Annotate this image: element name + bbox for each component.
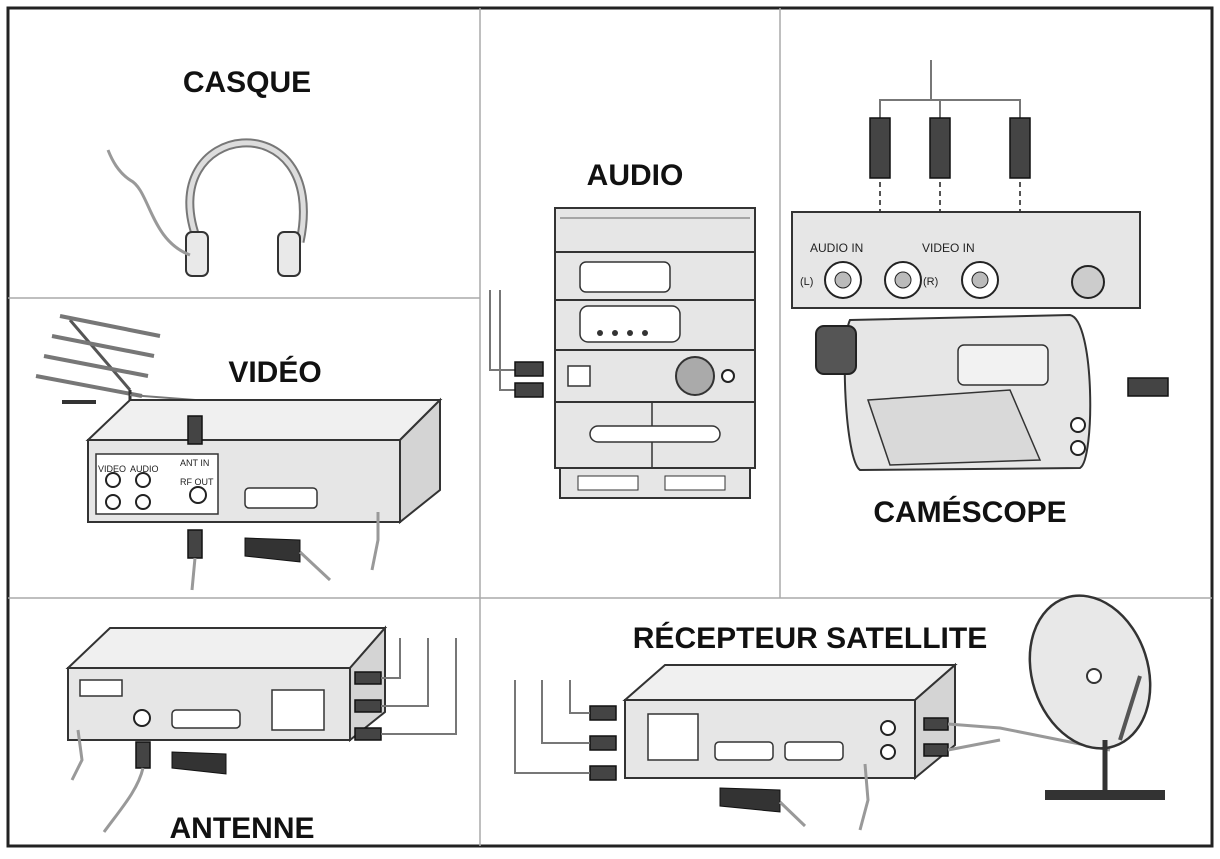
right-label: (R) (923, 276, 938, 288)
antenne-label: ANTENNE (169, 812, 314, 845)
casque-label: CASQUE (183, 66, 311, 99)
satellite-dish-icon (1028, 594, 1165, 800)
camcorder-icon (815, 313, 1169, 472)
satellite-panel: RÉCEPTEUR SATELLITE (514, 594, 1165, 831)
camescope-label: CAMÉSCOPE (873, 495, 1066, 529)
satellite-receiver-icon (514, 662, 1111, 831)
hifi-system-icon (489, 207, 756, 499)
antenna-icon (35, 314, 197, 420)
vcr-rear-icon (65, 625, 457, 833)
audio-label: AUDIO (587, 159, 684, 192)
vcr-ant-in-label: ANT IN (180, 458, 209, 468)
audio-in-label: AUDIO IN (810, 241, 863, 255)
recepteur-label: RÉCEPTEUR SATELLITE (633, 621, 987, 655)
audio-panel: AUDIO (489, 159, 756, 499)
headphones-icon (106, 138, 308, 277)
s-video-jack (1071, 265, 1105, 299)
video-label: VIDÉO (228, 355, 321, 389)
headphones-panel: CASQUE (106, 66, 311, 277)
camcorder-panel: AUDIO IN VIDEO IN (L) (R) CAMÉSCOPE (791, 60, 1169, 529)
vcr-panel: VIDÉO VIDEO AUDIO ANT IN RF OUT (35, 314, 443, 591)
vcr-icon (85, 397, 443, 591)
vcr-video-label: VIDEO (98, 464, 126, 474)
left-label: (L) (800, 276, 813, 288)
vcr-rf-out-label: RF OUT (180, 477, 214, 487)
vcr-audio-label: AUDIO (130, 464, 159, 474)
video-in-label: VIDEO IN (922, 241, 975, 255)
antenna-panel: ANTENNE (65, 625, 457, 845)
